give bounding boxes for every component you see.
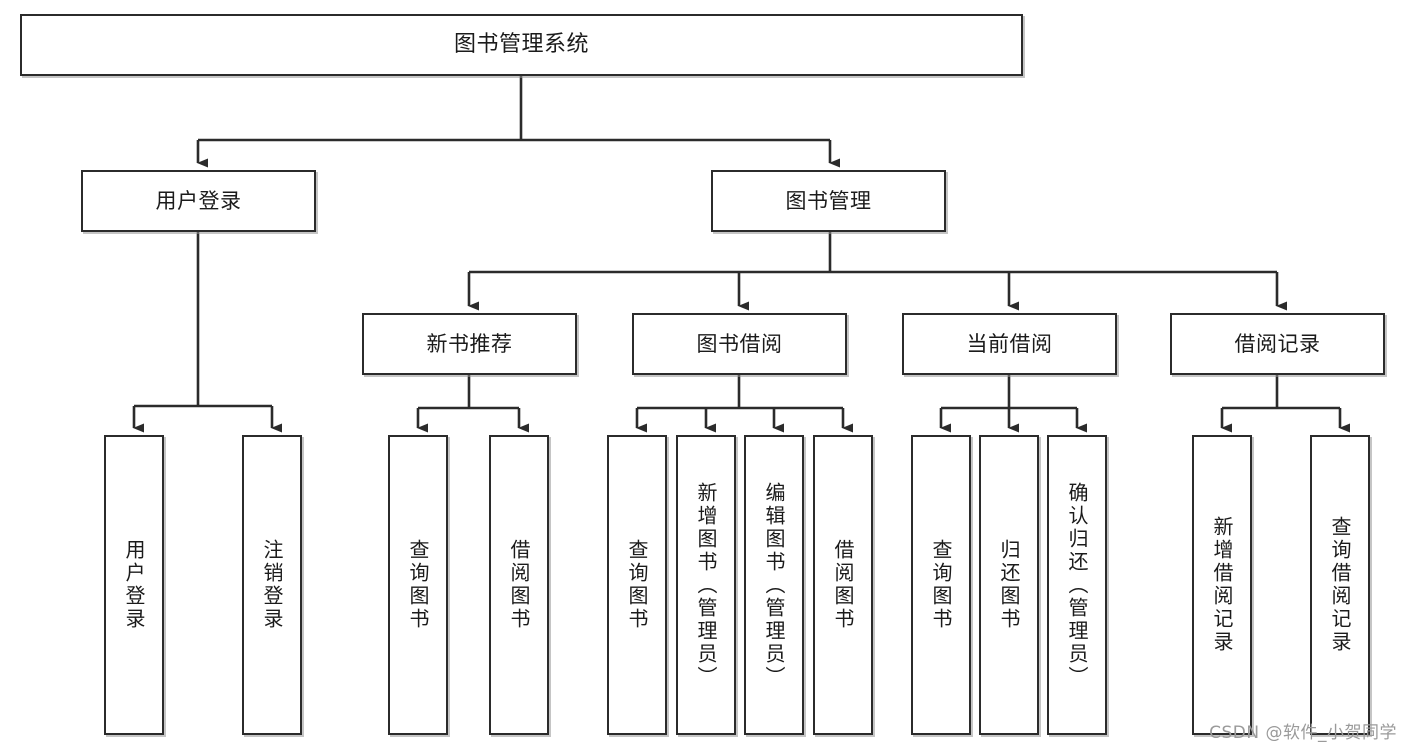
- node-new-book-recommend[interactable]: 新书推荐: [362, 313, 577, 375]
- leaf-logout[interactable]: 注销登录: [242, 435, 302, 735]
- leaf-edit-book-label: 编辑图书（管理员）: [762, 481, 786, 689]
- watermark-text: CSDN @软件_小贺同学: [1209, 723, 1397, 743]
- leaf-borrow-book-2[interactable]: 借阅图书: [813, 435, 873, 735]
- leaf-borrow-book-1[interactable]: 借阅图书: [489, 435, 549, 735]
- node-book-manage-label: 图书管理: [785, 188, 872, 213]
- leaf-confirm-return[interactable]: 确认归还（管理员）: [1047, 435, 1107, 735]
- leaf-borrow-book-2-label: 借阅图书: [831, 539, 855, 631]
- leaf-add-record-label: 新增借阅记录: [1210, 516, 1234, 654]
- leaf-edit-book[interactable]: 编辑图书（管理员）: [744, 435, 804, 735]
- node-user-login-label: 用户登录: [155, 188, 242, 213]
- node-book-manage[interactable]: 图书管理: [711, 170, 946, 232]
- node-root-label: 图书管理系统: [453, 32, 589, 58]
- node-borrow-record[interactable]: 借阅记录: [1170, 313, 1385, 375]
- leaf-query-book-2[interactable]: 查询图书: [607, 435, 667, 735]
- leaf-query-record[interactable]: 查询借阅记录: [1310, 435, 1370, 735]
- node-borrow-record-label: 借阅记录: [1234, 331, 1321, 356]
- leaf-return-book[interactable]: 归还图书: [979, 435, 1039, 735]
- leaf-query-book-3[interactable]: 查询图书: [911, 435, 971, 735]
- leaf-query-book-2-label: 查询图书: [625, 539, 649, 631]
- node-user-login[interactable]: 用户登录: [81, 170, 316, 232]
- leaf-add-book-label: 新增图书（管理员）: [694, 481, 718, 689]
- node-new-book-recommend-label: 新书推荐: [426, 331, 513, 356]
- node-book-borrow-label: 图书借阅: [696, 331, 783, 356]
- node-root[interactable]: 图书管理系统: [20, 14, 1023, 76]
- leaf-query-book-3-label: 查询图书: [929, 539, 953, 631]
- node-current-borrow-label: 当前借阅: [966, 331, 1053, 356]
- leaf-return-book-label: 归还图书: [997, 539, 1021, 631]
- leaf-logout-label: 注销登录: [260, 539, 284, 631]
- leaf-query-book-1-label: 查询图书: [406, 539, 430, 631]
- leaf-query-book-1[interactable]: 查询图书: [388, 435, 448, 735]
- leaf-user-login[interactable]: 用户登录: [104, 435, 164, 735]
- node-book-borrow[interactable]: 图书借阅: [632, 313, 847, 375]
- leaf-query-record-label: 查询借阅记录: [1328, 516, 1352, 654]
- node-current-borrow[interactable]: 当前借阅: [902, 313, 1117, 375]
- leaf-user-login-label: 用户登录: [122, 539, 146, 631]
- leaf-add-record[interactable]: 新增借阅记录: [1192, 435, 1252, 735]
- leaf-confirm-return-label: 确认归还（管理员）: [1065, 481, 1089, 689]
- leaf-borrow-book-1-label: 借阅图书: [507, 539, 531, 631]
- leaf-add-book[interactable]: 新增图书（管理员）: [676, 435, 736, 735]
